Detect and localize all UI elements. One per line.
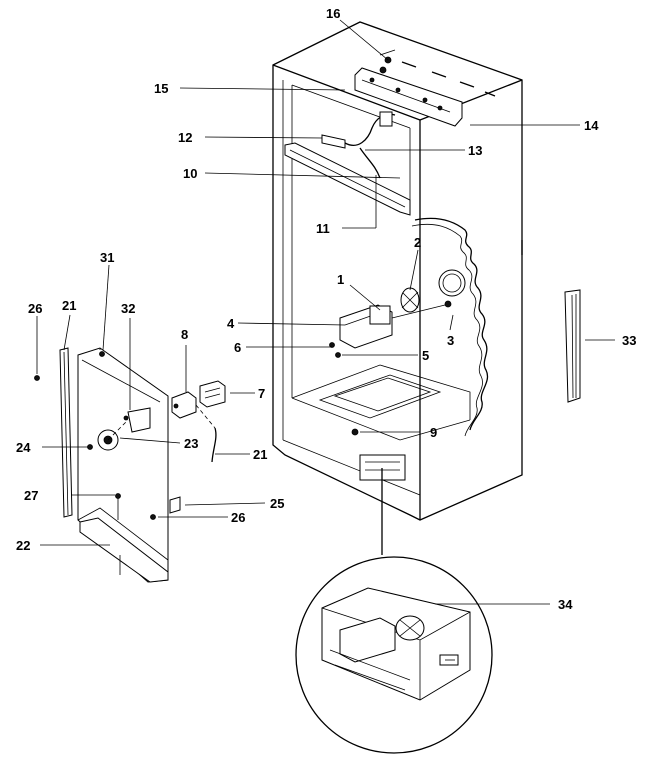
part-9-screw — [351, 428, 359, 436]
callout-27: 27 — [24, 488, 38, 503]
callout-4: 4 — [227, 316, 235, 331]
callout-3: 3 — [447, 333, 454, 348]
leader-lines — [36, 19, 615, 605]
callout-14: 14 — [584, 118, 599, 133]
callout-15: 15 — [154, 81, 168, 96]
callout-8: 8 — [181, 327, 188, 342]
callout-31: 31 — [100, 250, 114, 265]
callout-7: 7 — [258, 386, 265, 401]
callout-21-right: 21 — [253, 447, 267, 462]
callout-32: 32 — [121, 301, 135, 316]
callout-26-top: 26 — [28, 301, 42, 316]
part-16-screws — [379, 49, 396, 74]
callout-1: 1 — [337, 272, 344, 287]
callout-13: 13 — [468, 143, 482, 158]
callout-23: 23 — [184, 436, 198, 451]
callout-11: 11 — [316, 221, 330, 236]
callout-10: 10 — [183, 166, 197, 181]
callout-21-left: 21 — [62, 298, 76, 313]
part-fan-assembly — [329, 287, 452, 358]
control-panel-assembly — [34, 347, 226, 583]
callout-2: 2 — [414, 235, 421, 250]
callout-12: 12 — [178, 130, 192, 145]
callout-25: 25 — [270, 496, 284, 511]
part-12-13-control — [321, 111, 396, 179]
callout-22: 22 — [16, 538, 30, 553]
callout-6: 6 — [234, 340, 241, 355]
part-33-channel — [564, 289, 581, 403]
callout-16: 16 — [326, 6, 340, 21]
callout-33: 33 — [622, 333, 636, 348]
part-14-top-bracket — [354, 67, 463, 127]
part-10-rail — [284, 142, 411, 216]
callout-5: 5 — [422, 348, 429, 363]
callout-24: 24 — [16, 440, 31, 455]
callout-34: 34 — [558, 597, 573, 612]
detail-view-34 — [295, 468, 493, 754]
callout-labels: 16 15 14 12 13 10 11 2 1 4 3 6 5 9 33 31… — [16, 6, 636, 612]
callout-26-bottom: 26 — [231, 510, 245, 525]
callout-9: 9 — [430, 425, 437, 440]
